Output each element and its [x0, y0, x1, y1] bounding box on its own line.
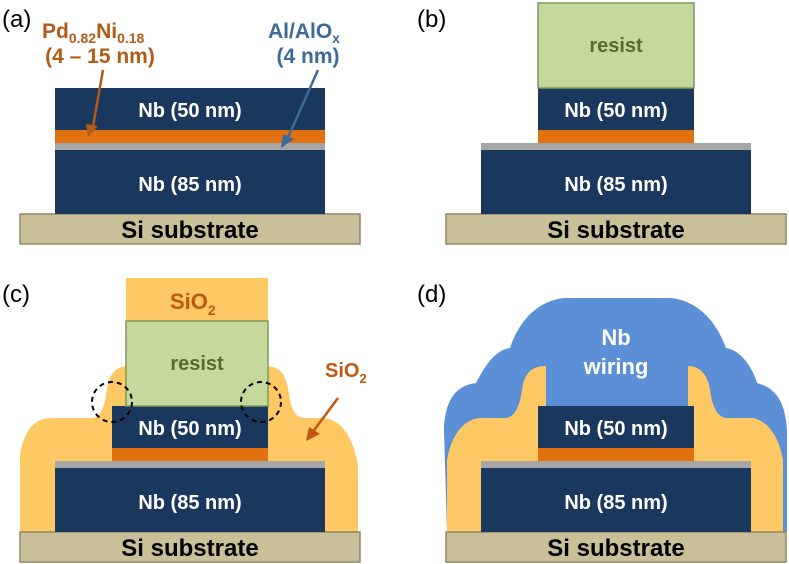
panel-a-al-label: Al/AlOx [268, 20, 340, 46]
panel-c-al-layer [55, 461, 325, 468]
panel-a-al-layer [55, 143, 325, 150]
panel-b-nb-top [538, 88, 694, 130]
panel-a-al-arrow [284, 69, 320, 143]
panel-c-sio2-arrow [310, 397, 340, 434]
panel-a-nb-top-label: Nb (50 nm) [138, 100, 241, 122]
panel-a-pdni-thickness: (4 – 15 nm) [45, 45, 155, 68]
panel-d-nb-bottom [481, 468, 751, 532]
panel-c-label: (c) [2, 281, 30, 308]
panel-c-sio2-side-label: SiO2 [325, 360, 367, 386]
panel-b-substrate [445, 213, 787, 245]
panel-d-nb-top [538, 406, 694, 448]
panel-b-nb-bottom [481, 150, 751, 214]
panel-a-substrate-label: Si substrate [121, 217, 258, 244]
panel-b: (b) Si substrate Nb (85 nm) Nb (50 nm) r… [417, 2, 787, 245]
panel-b-resist-label: resist [589, 35, 643, 57]
panel-a-pdni-label: Pd0.82Ni0.18 [42, 20, 145, 46]
panel-d-label: (d) [417, 281, 446, 308]
panel-d-wiring-label-line2: wiring [583, 354, 649, 379]
panel-a-substrate [19, 213, 361, 245]
panel-b-al-layer [481, 143, 751, 150]
panel-a-nb-top [55, 88, 325, 130]
panel-d-nb-top-label: Nb (50 nm) [564, 418, 667, 440]
panel-a-al-thickness: (4 nm) [277, 45, 340, 68]
panel-a-nb-bottom [55, 150, 325, 214]
panel-b-resist [537, 2, 695, 89]
panel-c-resist-label: resist [170, 353, 224, 375]
panel-c-substrate [19, 531, 361, 563]
panel-b-nb-bottom-label: Nb (85 nm) [564, 174, 667, 196]
panel-d-wiring-label-line1: Nb [601, 325, 630, 350]
panel-a-pdni-arrow [90, 69, 105, 133]
panel-c-nb-top-label: Nb (50 nm) [138, 418, 241, 440]
panel-a-pdni-arrowhead [86, 124, 98, 137]
panel-b-nb-top-label: Nb (50 nm) [564, 100, 667, 122]
panel-b-substrate-label: Si substrate [547, 217, 684, 244]
panel-b-label: (b) [417, 6, 446, 33]
panel-d-substrate-label: Si substrate [547, 535, 684, 562]
panel-d-al-layer [481, 461, 751, 468]
panel-c-sio2-arrowhead [306, 427, 320, 441]
panel-c-sio2-top-label: SiO2 [170, 289, 216, 318]
panel-d: (d) Si substrate Nb (85 nm) Nb (50 nm) N… [417, 281, 787, 563]
panel-c-nb-bottom [55, 468, 325, 532]
panel-a: (a) Si substrate Nb (85 nm) Nb (50 nm) P… [2, 6, 361, 245]
panel-c: (c) Si substrate Nb (85 nm) Nb (50 nm) r… [2, 278, 367, 563]
panel-a-label: (a) [2, 6, 31, 33]
panel-d-nb-bottom-label: Nb (85 nm) [564, 492, 667, 514]
panel-c-pdni-layer [112, 448, 268, 461]
panel-a-al-arrowhead [281, 134, 294, 148]
panel-a-nb-bottom-label: Nb (85 nm) [138, 174, 241, 196]
panel-c-nb-bottom-label: Nb (85 nm) [138, 492, 241, 514]
panel-c-nb-top [112, 406, 268, 448]
panel-c-left-circle-marker [91, 381, 133, 423]
panel-c-substrate-label: Si substrate [121, 535, 258, 562]
panel-b-pdni-layer [538, 130, 694, 143]
panel-c-right-circle-marker [240, 381, 282, 423]
panel-d-pdni-layer [538, 448, 694, 461]
panel-a-pdni-layer [55, 130, 325, 143]
